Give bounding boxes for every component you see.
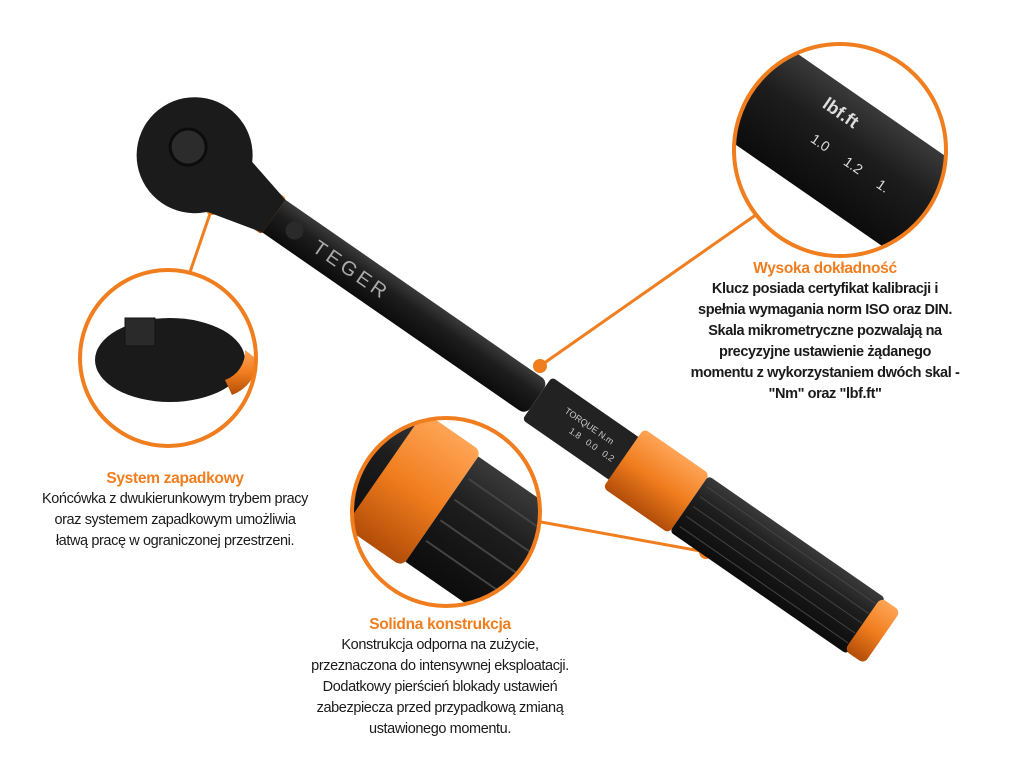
feature-construction: Solidna konstrukcja Konstrukcja odporna … [311, 616, 569, 737]
feature-accuracy: Wysoka dokładność Klucz posiada certyfik… [690, 260, 960, 402]
callout-dot [533, 359, 547, 373]
feature-ratchet: System zapadkowy Końcówka z dwukierunkow… [41, 470, 309, 549]
detail-ratchet [80, 270, 256, 446]
torque-wrench: TEGER TORQUE N.m 1.8 0.0 0.2 [136, 97, 899, 662]
lock-ring [604, 430, 708, 532]
callout-lines [188, 207, 761, 554]
